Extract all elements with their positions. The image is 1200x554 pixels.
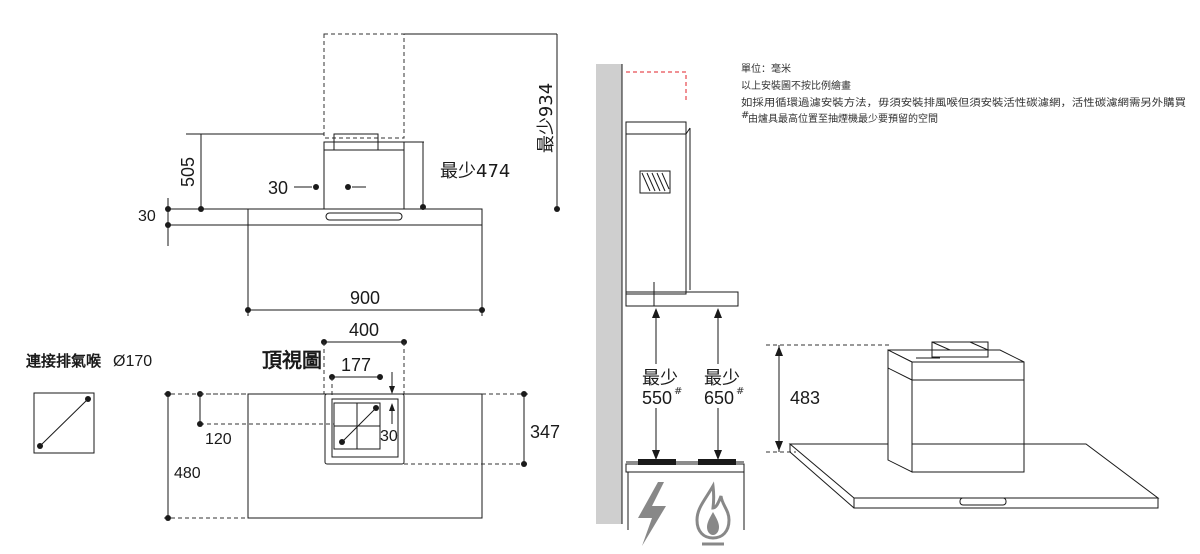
min-550-label: 最少 xyxy=(642,368,678,389)
duct-square-icon xyxy=(33,392,95,454)
duct-label: 連接排氣喉 xyxy=(26,352,102,370)
countertop xyxy=(625,463,745,473)
dim-120: 120 xyxy=(205,431,232,448)
min-650-mark: # xyxy=(736,386,744,397)
top-canopy-outline xyxy=(247,393,483,519)
side-chimney-cap xyxy=(625,121,687,135)
duct-detail: 連接排氣喉 Ø170 xyxy=(26,352,152,454)
iso-light-strip xyxy=(959,497,1007,506)
iso-chimney-cap xyxy=(931,341,989,358)
note-footnote: 由爐具最高位置至抽煙機最少要預留的空間 xyxy=(748,112,938,125)
dim-347: 347 xyxy=(530,422,560,442)
top-chimney-box xyxy=(324,393,405,465)
dim-30-top: 30 xyxy=(380,428,398,445)
chimney-body xyxy=(323,141,405,210)
note-filter: 如採用循環過濾安裝方法，毋須安裝排風喉但須安裝活性碳濾網，活性碳濾網需另外購買 xyxy=(741,96,1186,109)
hood-canopy xyxy=(247,208,483,226)
dim-min-934: 最少934 xyxy=(536,83,557,153)
side-chimney-extension xyxy=(626,71,687,100)
side-view: 最少 550 # 最少 650 # xyxy=(596,64,745,546)
dim-min-474: 最少474 xyxy=(440,161,510,182)
dim-400: 400 xyxy=(349,320,379,340)
min-650-label: 最少 xyxy=(704,368,740,389)
min-550-value: 550 xyxy=(642,388,672,408)
dim-480: 480 xyxy=(174,465,201,482)
chimney-extension xyxy=(323,33,405,139)
side-canopy xyxy=(625,291,739,307)
electric-hob-icon xyxy=(638,482,666,546)
gas-flame-icon xyxy=(695,481,731,546)
gas-hob xyxy=(698,459,736,465)
wall xyxy=(596,64,622,524)
min-550-mark: # xyxy=(674,386,682,397)
hood-light-strip xyxy=(325,212,403,221)
dim-900: 900 xyxy=(350,288,380,308)
dim-177: 177 xyxy=(341,355,371,375)
top-view: 頂視圖 400 177 30 xyxy=(164,320,560,521)
note-unit: 單位：毫米 xyxy=(741,62,791,75)
notes-block: 單位：毫米 以上安裝圖不按比例繪畫 如採用循環過濾安裝方法，毋須安裝排風喉但須安… xyxy=(741,62,1186,125)
top-view-title: 頂視圖 xyxy=(262,348,322,372)
iso-canopy-top xyxy=(788,443,1160,499)
dim-505: 505 xyxy=(178,157,198,187)
dim-30-inner: 30 xyxy=(268,178,288,198)
note-scale: 以上安裝圖不按比例繪畫 xyxy=(741,79,851,92)
front-view: 最少934 505 30 最少474 30 xyxy=(138,33,560,316)
note-footnote-mark: # xyxy=(741,110,749,121)
min-650-value: 650 xyxy=(704,388,734,408)
duct-diameter: Ø170 xyxy=(113,353,152,370)
side-vent-grille xyxy=(639,170,671,194)
electric-hob xyxy=(638,459,676,465)
dim-483: 483 xyxy=(790,388,820,408)
iso-view: 483 xyxy=(766,341,1160,509)
side-chimney-body xyxy=(625,133,687,295)
dim-30-left: 30 xyxy=(138,208,156,225)
